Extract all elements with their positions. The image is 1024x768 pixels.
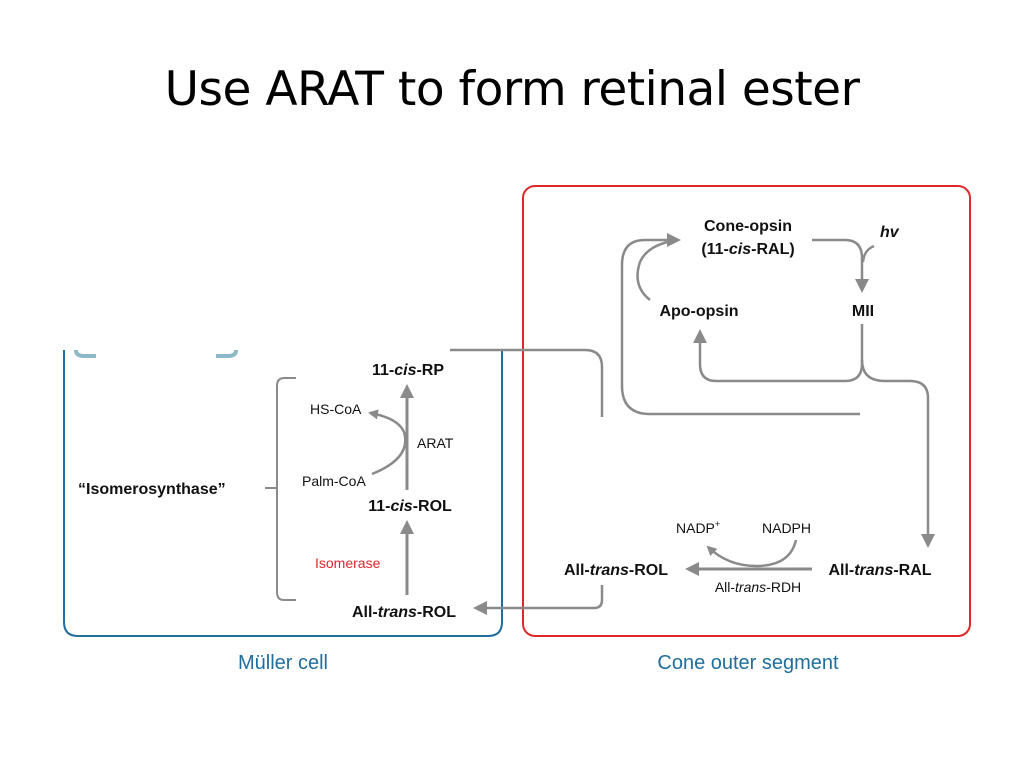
palm-coa-label: Palm-CoA bbox=[302, 473, 366, 489]
arat-label: ARAT bbox=[417, 435, 454, 451]
acyl-transfer-curve bbox=[368, 409, 407, 476]
hs-coa-label: HS-CoA bbox=[310, 401, 362, 417]
light-input-curve bbox=[861, 244, 875, 263]
path-rp-to-cone bbox=[450, 348, 604, 417]
nadph-curve bbox=[706, 539, 798, 568]
slide-title: Use ARAT to form retinal ester bbox=[164, 62, 860, 117]
label-11-cis-rol: 11-cis-ROL bbox=[368, 498, 452, 515]
cone-outer-segment-caption: Cone outer segment bbox=[657, 652, 839, 674]
cycle-outer-loop bbox=[620, 233, 860, 416]
cone-all-trans-rol-label: All-trans-ROL bbox=[564, 562, 668, 579]
muller-cell-fragment-right bbox=[216, 349, 238, 358]
nadph-label: NADPH bbox=[762, 520, 811, 536]
cone-opsin-11-cis-ral-label: (11-cis-RAL) bbox=[701, 241, 794, 258]
cone-opsin-label: Cone-opsin bbox=[704, 218, 792, 235]
opsin-to-mii-arrow bbox=[812, 238, 869, 293]
nadp-label: NADP+ bbox=[676, 519, 720, 536]
cone-outer-segment-outline bbox=[522, 185, 971, 637]
apo-opsin-return-arrow bbox=[636, 238, 679, 301]
apo-opsin-label: Apo-opsin bbox=[659, 303, 738, 320]
isomerosynthase-label: “Isomerosynthase” bbox=[78, 481, 226, 498]
mii-label: MII bbox=[852, 303, 874, 320]
isomerosynthase-bracket bbox=[276, 377, 296, 601]
muller-cell-outline bbox=[63, 350, 503, 637]
isomerase-label: Isomerase bbox=[315, 555, 381, 571]
label-11-cis-rp: 11-cis-RP bbox=[372, 362, 444, 379]
cone-all-trans-ral-label: All-trans-RAL bbox=[828, 562, 931, 579]
mii-to-apo-opsin-arrow bbox=[693, 324, 864, 383]
muller-cell-fragment-left bbox=[74, 349, 96, 358]
muller-all-trans-rol-label: All-trans-ROL bbox=[352, 604, 456, 621]
rdh-label: All-trans-RDH bbox=[715, 579, 801, 595]
muller-cell-caption: Müller cell bbox=[238, 652, 328, 674]
mii-to-trans-ral-arrow bbox=[860, 359, 935, 548]
hv-label: hv bbox=[880, 224, 900, 241]
path-cone-rol-to-muller bbox=[473, 585, 604, 615]
